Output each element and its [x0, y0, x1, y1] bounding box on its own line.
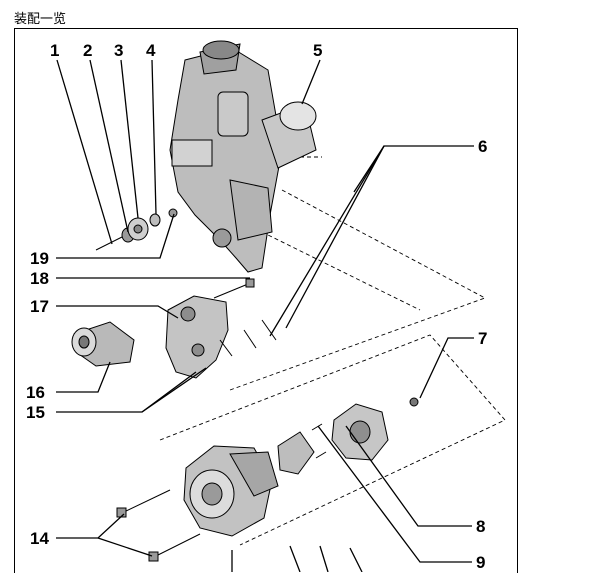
alternator-part	[183, 445, 279, 537]
leader-lines	[56, 59, 474, 572]
callout-1: 1	[50, 41, 59, 60]
callout-19: 19	[30, 249, 49, 268]
callout-15: 15	[26, 403, 45, 422]
engine-bracket-part	[169, 40, 283, 273]
callout-4: 4	[146, 41, 156, 60]
alternator-rear-parts	[277, 397, 419, 475]
callout-17: 17	[30, 297, 49, 316]
callout-18: 18	[30, 269, 49, 288]
bolts-6-parts	[219, 319, 277, 357]
tensioner-bracket-part	[165, 295, 229, 379]
page-title: 装配一览	[14, 12, 67, 27]
callout-2: 2	[83, 41, 92, 60]
callout-6: 6	[478, 137, 487, 156]
diagram-frame	[14, 28, 518, 573]
callout-9: 9	[476, 553, 485, 572]
belt-tensioner-part	[71, 321, 135, 367]
callout-labels: 1 2 3 4 5 6 7 8 9 14 15 16 17 18 19	[26, 41, 487, 572]
callout-16: 16	[26, 383, 45, 402]
callout-8: 8	[476, 517, 485, 536]
callout-3: 3	[114, 41, 123, 60]
assembly-guide-lines	[159, 156, 506, 546]
callout-14: 14	[30, 529, 49, 548]
callout-5: 5	[313, 41, 322, 60]
bolt-18-part	[213, 278, 255, 299]
oil-filter-part	[261, 101, 317, 169]
callout-7: 7	[478, 329, 487, 348]
pulley-assembly-parts	[95, 208, 178, 251]
bolts-14-parts	[116, 489, 201, 562]
